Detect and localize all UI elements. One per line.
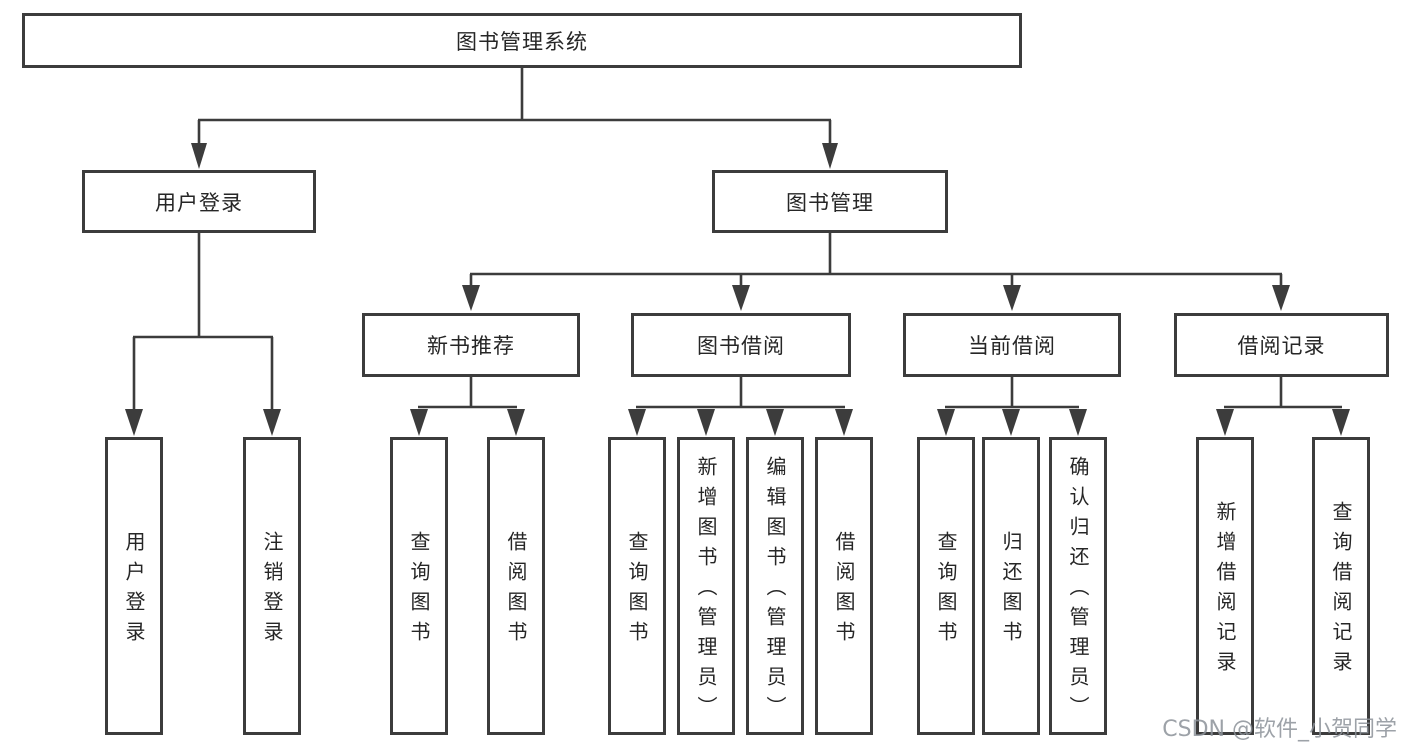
- leaf-bb-borrow-books-label: 借阅图书: [832, 531, 856, 651]
- leaf-bb-add-books-label: 新增图书（管理员）: [694, 456, 718, 726]
- leaf-bb-query-books: 查询图书: [608, 437, 666, 735]
- leaf-user-login: 用户登录: [105, 437, 163, 735]
- node-user-login-label: 用户登录: [155, 190, 243, 215]
- leaf-bb-query-books-label: 查询图书: [625, 531, 649, 651]
- connector-user-login-to-leaves: [125, 233, 281, 436]
- node-book-borrow-label: 图书借阅: [697, 334, 785, 358]
- leaf-bb-add-books: 新增图书（管理员）: [677, 437, 735, 735]
- leaf-bb-edit-books-label: 编辑图书（管理员）: [763, 456, 787, 726]
- leaf-logout-label: 注销登录: [260, 531, 284, 651]
- leaf-br-query-record-label: 查询借阅记录: [1329, 501, 1353, 681]
- leaf-nbr-query-books-label: 查询图书: [407, 531, 431, 651]
- node-borrow-records: 借阅记录: [1174, 313, 1389, 377]
- node-current-borrow: 当前借阅: [903, 313, 1121, 377]
- leaf-br-add-record-label: 新增借阅记录: [1213, 501, 1237, 681]
- leaf-cb-query-books-label: 查询图书: [934, 531, 958, 651]
- leaf-nbr-borrow-books-label: 借阅图书: [504, 531, 528, 651]
- leaf-cb-confirm-return-label: 确认归还（管理员）: [1066, 456, 1090, 726]
- node-new-book-rec-label: 新书推荐: [427, 334, 515, 358]
- node-root-label: 图书管理系统: [456, 29, 588, 54]
- connector-book-mgmt-to-level3: [462, 233, 1290, 311]
- node-user-login: 用户登录: [82, 170, 316, 233]
- connector-root-to-level2: [191, 68, 838, 169]
- leaf-br-add-record: 新增借阅记录: [1196, 437, 1254, 735]
- node-book-mgmt-label: 图书管理: [786, 190, 874, 215]
- leaf-br-query-record: 查询借阅记录: [1312, 437, 1370, 735]
- node-book-mgmt: 图书管理: [712, 170, 948, 233]
- leaf-cb-confirm-return: 确认归还（管理员）: [1049, 437, 1107, 735]
- leaf-user-login-label: 用户登录: [122, 531, 146, 651]
- connector-new-book-rec-to-leaves: [410, 377, 525, 436]
- node-root: 图书管理系统: [22, 13, 1022, 68]
- leaf-nbr-query-books: 查询图书: [390, 437, 448, 735]
- node-borrow-records-label: 借阅记录: [1237, 334, 1326, 358]
- leaf-bb-borrow-books: 借阅图书: [815, 437, 873, 735]
- leaf-cb-return-books: 归还图书: [982, 437, 1040, 735]
- leaf-bb-edit-books: 编辑图书（管理员）: [746, 437, 804, 735]
- node-book-borrow: 图书借阅: [631, 313, 851, 377]
- leaf-cb-return-books-label: 归还图书: [999, 531, 1023, 651]
- node-current-borrow-label: 当前借阅: [968, 334, 1056, 358]
- connector-current-borrow-to-leaves: [937, 377, 1087, 436]
- leaf-cb-query-books: 查询图书: [917, 437, 975, 735]
- connector-book-borrow-to-leaves: [628, 377, 853, 436]
- leaf-nbr-borrow-books: 借阅图书: [487, 437, 545, 735]
- connector-borrow-records-to-leaves: [1216, 377, 1350, 436]
- leaf-logout: 注销登录: [243, 437, 301, 735]
- node-new-book-rec: 新书推荐: [362, 313, 580, 377]
